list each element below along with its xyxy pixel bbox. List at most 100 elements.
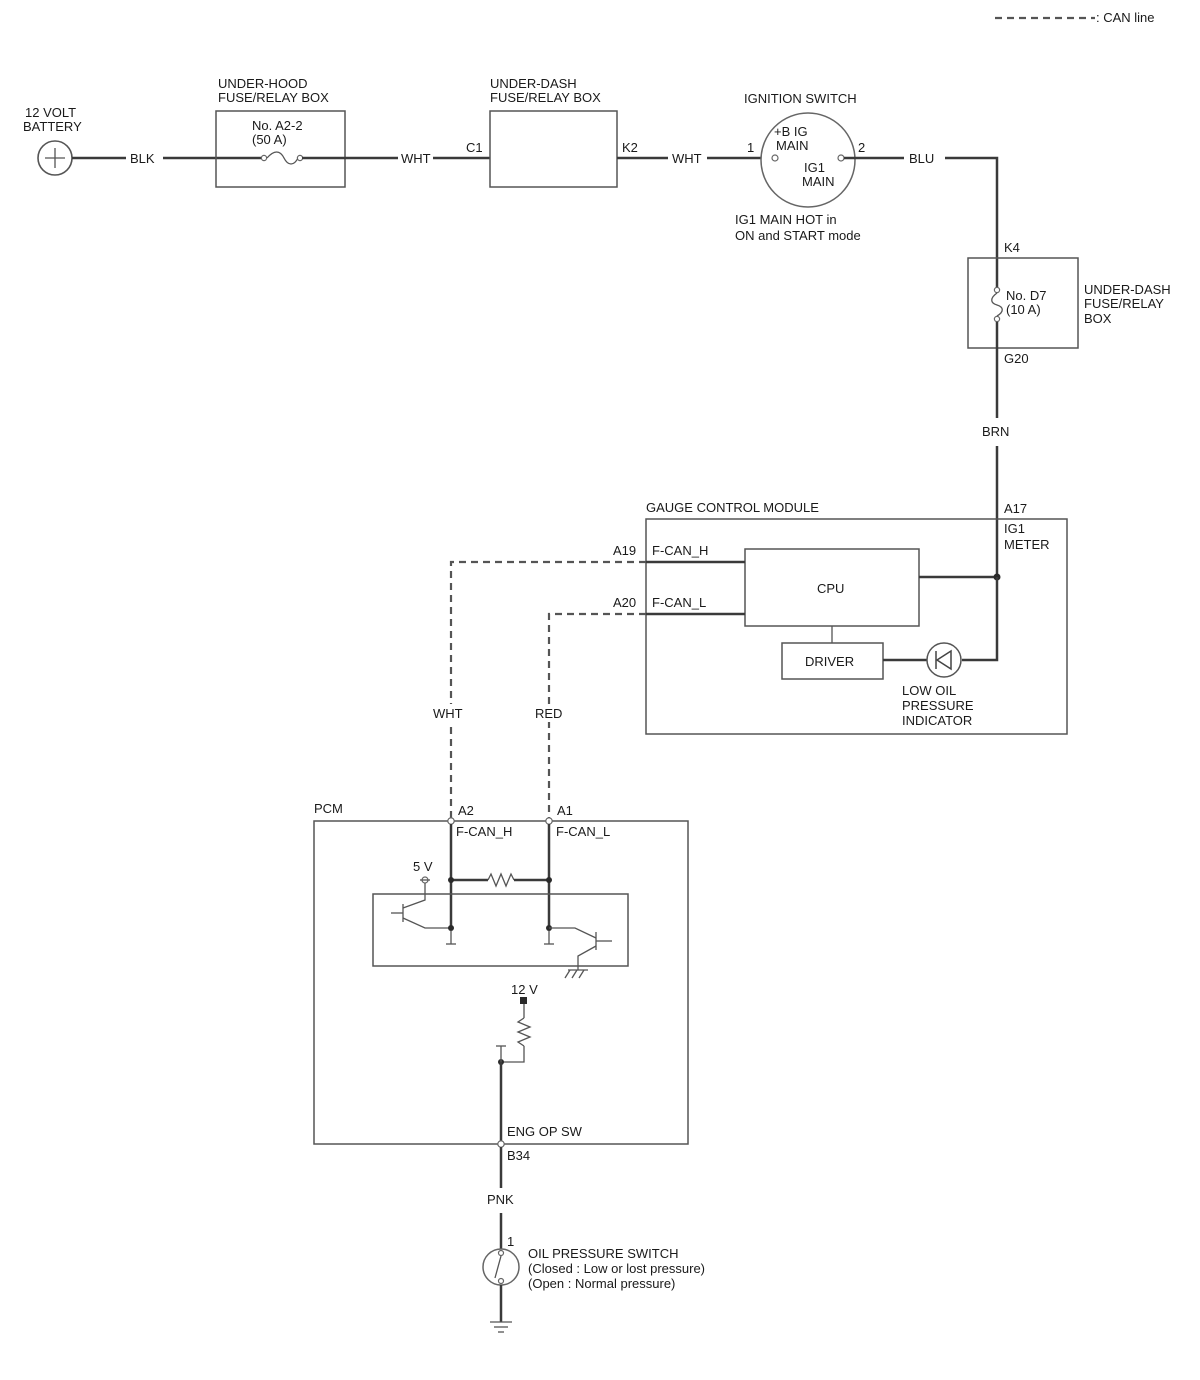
- oil-switch-line2: (Closed : Low or lost pressure): [528, 1261, 705, 1276]
- fuse-a2-2-rating: (50 A): [252, 132, 287, 147]
- wire-label-blk: BLK: [130, 151, 155, 166]
- driver-label: DRIVER: [805, 654, 854, 669]
- oil-pressure-switch: 1 OIL PRESSURE SWITCH (Closed : Low or l…: [482, 1234, 705, 1291]
- oil-switch-contact-bottom: [497, 1277, 505, 1285]
- underdash-right-title-line1: UNDER-DASH: [1084, 282, 1171, 297]
- wire-ig1-meter-to-indicator: [962, 577, 999, 662]
- transistor-right-collector: [549, 927, 597, 939]
- fuse-a2-2-terminal-left: [260, 154, 268, 162]
- gauge-pin-a19: A19: [613, 543, 636, 558]
- fuse-d7-icon: [991, 292, 1003, 317]
- fuse-a2-2-icon: [266, 151, 299, 165]
- transistor-left-emitter: [402, 917, 451, 929]
- gauge-can-h-label: F-CAN_H: [652, 543, 708, 558]
- ignition-terminal-1: [771, 154, 779, 162]
- gauge-pin-a17: A17: [1004, 501, 1027, 516]
- battery: 12 VOLT BATTERY: [23, 105, 82, 176]
- pcm-terminal-b34: [497, 1140, 505, 1148]
- transistor-right-emitter: [577, 945, 597, 970]
- wire-label-can-h: WHT: [433, 706, 463, 721]
- ignition-contact-bi-line2: MAIN: [776, 138, 809, 153]
- pcm-12v-label: 12 V: [511, 982, 538, 997]
- ignition-pin-1: 1: [747, 140, 754, 155]
- ignition-note-line2: ON and START mode: [735, 228, 861, 243]
- pcm-pin-a2: A2: [458, 803, 474, 818]
- indicator-led-triangle: [935, 649, 952, 671]
- gauge-module-outline: [645, 518, 1068, 735]
- pcm-pullup-wire: [501, 1046, 525, 1063]
- can-line-l: [547, 612, 646, 818]
- gauge-can-l-label: F-CAN_L: [652, 595, 706, 610]
- underhood-fuse-box: UNDER-HOOD FUSE/RELAY BOX No. A2-2 (50 A…: [215, 76, 346, 188]
- oil-switch-pin: 1: [507, 1234, 514, 1249]
- ignition-switch: IGNITION SWITCH 1 2 +B IG MAIN IG1 MAIN …: [735, 91, 865, 243]
- pcm-ground-hatch-3: [578, 969, 585, 979]
- wire-label-blu: BLU: [909, 151, 934, 166]
- wire-label-brn: BRN: [982, 424, 1009, 439]
- ground-icon: [490, 1321, 512, 1333]
- underdash-top-title-line1: UNDER-DASH: [490, 76, 577, 91]
- underdash-fuse-box-top: UNDER-DASH FUSE/RELAY BOX C1 K2: [466, 76, 638, 188]
- underhood-title-line1: UNDER-HOOD: [218, 76, 308, 91]
- pcm-pin-b34: B34: [507, 1148, 530, 1163]
- gauge-pin-a20: A20: [613, 595, 636, 610]
- fuse-d7-terminal-top: [993, 286, 1001, 294]
- pcm-transceiver-block: [372, 893, 629, 967]
- battery-label-line2: BATTERY: [23, 119, 82, 134]
- fuse-d7-label: No. D7: [1006, 288, 1046, 303]
- underhood-title-line2: FUSE/RELAY BOX: [218, 90, 329, 105]
- pcm-transistor-right-icon: [544, 925, 612, 979]
- can-l-label-bg: [530, 704, 568, 722]
- can-line-h: [449, 560, 646, 818]
- underdash-right-pin-in: K4: [1004, 240, 1020, 255]
- can-h-label-bg: [428, 704, 472, 722]
- underdash-top-pin-in: C1: [466, 140, 483, 155]
- pcm-title: PCM: [314, 801, 343, 816]
- indicator-led-body: [926, 642, 962, 678]
- oil-switch-title: OIL PRESSURE SWITCH: [528, 1246, 678, 1261]
- underdash-top-title-line2: FUSE/RELAY BOX: [490, 90, 601, 105]
- pcm-ground-hatch-2: [571, 969, 578, 979]
- fuse-d7-terminal-bottom: [993, 315, 1001, 323]
- ignition-pin-2: 2: [858, 140, 865, 155]
- underdash-right-pin-out: G20: [1004, 351, 1029, 366]
- pcm-terminal-a2: [447, 817, 455, 825]
- pcm-junction-l: [546, 877, 552, 883]
- ignition-switch-title: IGNITION SWITCH: [744, 91, 857, 106]
- fuse-a2-2-label: No. A2-2: [252, 118, 303, 133]
- ignition-contact-ig1-line2: MAIN: [802, 174, 835, 189]
- transistor-left-junction: [448, 925, 454, 931]
- fuse-d7-rating: (10 A): [1006, 302, 1041, 317]
- underdash-right-box-outline: [967, 257, 1079, 349]
- pcm-pullup-resistor-icon: [516, 1017, 532, 1047]
- pcm: PCM A2 A1 F-CAN_H F-CAN_L 5 V: [313, 801, 689, 1163]
- underhood-box-outline: [215, 110, 346, 188]
- indicator-label-line3: INDICATOR: [902, 713, 972, 728]
- legend-label: : CAN line: [1096, 10, 1155, 25]
- pcm-transistor-left-icon: [391, 897, 456, 945]
- underdash-right-title-line2: FUSE/RELAY: [1084, 296, 1164, 311]
- gauge-control-module: GAUGE CONTROL MODULE A17 IG1 METER A19 F…: [613, 500, 1068, 735]
- underdash-top-box-outline: [489, 110, 618, 188]
- indicator-label-line1: LOW OIL: [902, 683, 956, 698]
- gauge-power-label-line1: IG1: [1004, 521, 1025, 536]
- underdash-top-pin-out: K2: [622, 140, 638, 155]
- gauge-power-label-line2: METER: [1004, 537, 1050, 552]
- pcm-can-h-label: F-CAN_H: [456, 824, 512, 839]
- oil-switch-line3: (Open : Normal pressure): [528, 1276, 675, 1291]
- wire-label-wht-1: WHT: [401, 151, 431, 166]
- underdash-right-title-line3: BOX: [1084, 311, 1112, 326]
- battery-label-line1: 12 VOLT: [25, 105, 76, 120]
- legend: : CAN line: [995, 10, 1155, 25]
- pcm-ground-hatch-1: [564, 969, 571, 979]
- pcm-sensor-label: ENG OP SW: [507, 1124, 583, 1139]
- wire-label-pnk: PNK: [487, 1192, 514, 1207]
- ignition-contact-bi-line1: +B IG: [774, 124, 808, 139]
- wire-blu-b: [945, 156, 999, 288]
- wire-label-can-l: RED: [535, 706, 562, 721]
- low-oil-pressure-indicator-icon: [926, 642, 962, 678]
- oil-switch-contact-top: [497, 1249, 505, 1257]
- indicator-label-line2: PRESSURE: [902, 698, 974, 713]
- pcm-12v-terminal: [520, 997, 527, 1004]
- pcm-can-l-label: F-CAN_L: [556, 824, 610, 839]
